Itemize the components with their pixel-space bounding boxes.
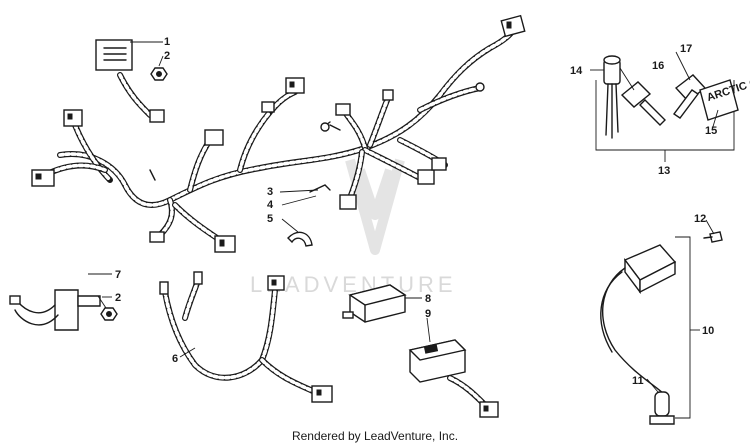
callout-15: 15 (705, 125, 717, 137)
callout-12: 12 (694, 213, 706, 225)
callout-13: 13 (658, 165, 670, 177)
connector-top-right (500, 14, 526, 38)
relay (342, 284, 407, 323)
callouts: 1 2 3 4 5 6 7 2 8 9 10 11 12 13 14 15 16… (115, 36, 717, 387)
leader-lines (88, 41, 719, 393)
callout-2-top: 2 (164, 50, 170, 62)
relay-bracket (9, 289, 101, 331)
nut-bottom (100, 307, 118, 321)
callout-8: 8 (425, 293, 431, 305)
key-2 (672, 74, 707, 119)
bolt (703, 231, 723, 243)
ignition-switch-group: ARCTIC CAT (595, 55, 750, 162)
ignition-switch (603, 55, 621, 139)
key-tag: ARCTIC CAT (699, 72, 750, 121)
connector-center-top (285, 77, 305, 94)
callout-9: 9 (425, 308, 431, 320)
module (95, 39, 165, 123)
callout-4: 4 (267, 199, 274, 211)
connector-bottom-center (214, 235, 236, 253)
connector-harness-lower (339, 194, 357, 210)
wire-clip (309, 184, 331, 193)
connector-left-upper (63, 109, 83, 127)
callout-1: 1 (164, 36, 170, 48)
spark-plug-cap (649, 391, 675, 425)
nut-top (150, 67, 168, 81)
tie-strap (287, 231, 313, 247)
ignition-coil-group (600, 231, 723, 425)
connector-center-mid (204, 129, 224, 146)
callout-2-bottom: 2 (115, 292, 121, 304)
callout-6: 6 (172, 353, 178, 365)
callout-3: 3 (267, 186, 273, 198)
callout-14: 14 (570, 65, 583, 77)
callout-7: 7 (115, 269, 121, 281)
watermark-logo (345, 158, 405, 255)
harness-connectors (31, 14, 526, 253)
callout-17: 17 (680, 43, 692, 55)
connector-right-mid (417, 169, 435, 185)
key (620, 81, 666, 126)
callout-16: 16 (652, 60, 664, 72)
ignition-coil (600, 244, 677, 396)
render-credit: Rendered by LeadVenture, Inc. (291, 429, 459, 443)
sub-harness (159, 271, 333, 403)
callout-11: 11 (632, 375, 644, 387)
fuse-block (408, 339, 499, 418)
callout-10: 10 (702, 325, 714, 337)
connector-left-lower (31, 169, 55, 187)
callout-5: 5 (267, 213, 273, 225)
